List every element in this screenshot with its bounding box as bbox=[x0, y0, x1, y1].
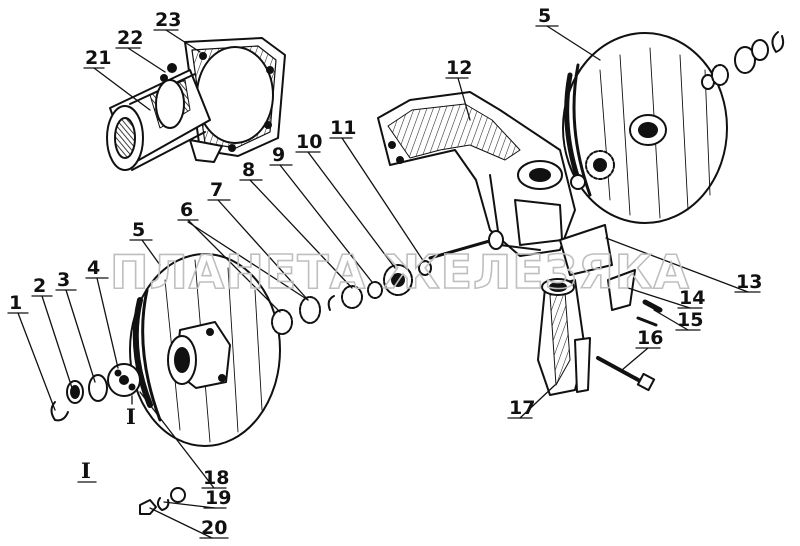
bolts bbox=[596, 299, 663, 392]
hardware-bottom bbox=[139, 487, 186, 515]
frame-arm bbox=[377, 91, 576, 260]
callout-21: 21 bbox=[85, 47, 111, 69]
bearing-set bbox=[271, 260, 432, 335]
callout-labels: 1 2 3 4 5 5 6 7 8 9 10 11 12 13 14 15 16… bbox=[9, 5, 762, 539]
hub-housing bbox=[106, 37, 286, 171]
scraper-plate bbox=[559, 224, 636, 311]
leader-lines bbox=[7, 25, 761, 539]
callout-14: 14 bbox=[679, 287, 705, 309]
callout-20: 20 bbox=[201, 517, 227, 539]
callout-5-left: 5 bbox=[132, 219, 145, 241]
seed-tube bbox=[537, 278, 591, 396]
hardware-left bbox=[50, 363, 141, 422]
callout-13: 13 bbox=[736, 271, 762, 293]
callout-22: 22 bbox=[117, 27, 143, 49]
callout-17: 17 bbox=[509, 397, 535, 419]
callout-4: 4 bbox=[87, 257, 100, 279]
disc-right bbox=[562, 32, 728, 224]
callout-9: 9 bbox=[272, 144, 285, 166]
callout-12: 12 bbox=[446, 57, 472, 79]
callout-3: 3 bbox=[57, 269, 70, 291]
callout-6: 6 bbox=[180, 199, 193, 221]
callout-16: 16 bbox=[637, 327, 663, 349]
callout-23: 23 bbox=[155, 9, 181, 31]
detail-mark-i: I bbox=[126, 404, 136, 429]
disc-left bbox=[129, 253, 281, 447]
callout-11: 11 bbox=[330, 117, 356, 139]
callout-10: 10 bbox=[296, 131, 322, 153]
callout-8: 8 bbox=[242, 159, 255, 181]
callout-19: 19 bbox=[205, 487, 231, 509]
detail-title-i: I bbox=[81, 458, 91, 483]
hardware-top-right bbox=[701, 31, 785, 90]
callout-2: 2 bbox=[33, 275, 46, 297]
callout-15: 15 bbox=[677, 309, 703, 331]
watermark-text: ПЛАНЕТА ЖЕЛЕЗЯКА bbox=[110, 245, 690, 299]
callout-1: 1 bbox=[9, 292, 22, 314]
callout-18: 18 bbox=[203, 467, 229, 489]
callout-7: 7 bbox=[210, 179, 223, 201]
callout-5-right: 5 bbox=[538, 5, 551, 27]
